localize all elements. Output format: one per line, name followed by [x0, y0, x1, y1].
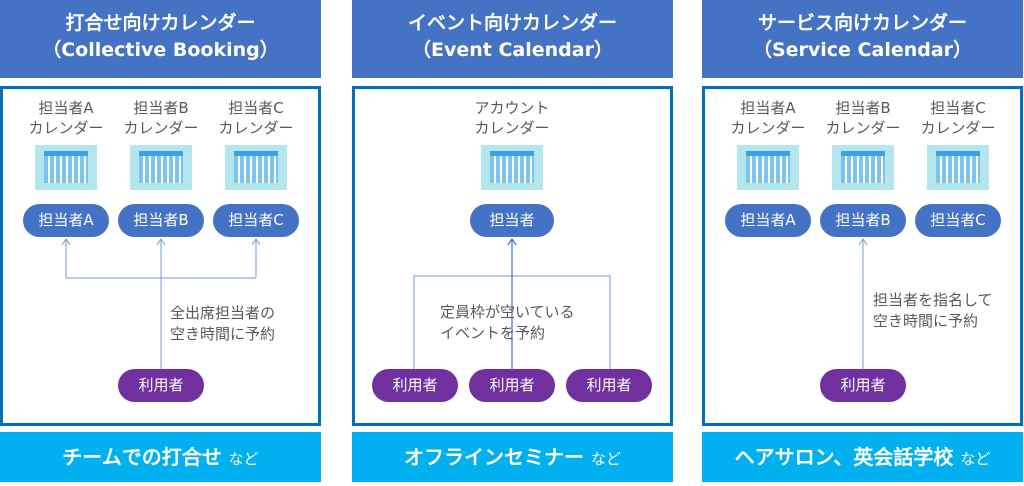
connector-lines [413, 237, 611, 369]
user-pill: 利用者 [820, 369, 906, 402]
calendar-icon [832, 145, 894, 190]
connector-lines [858, 237, 868, 369]
header-title: サービス向けカレンダー [757, 12, 967, 34]
calendar-icon [481, 145, 543, 190]
booking-note: 定員枠が空いている イベントを予約 [440, 303, 575, 342]
calendar-label: 担当者C カレンダー [920, 99, 996, 137]
header-title: イベント向けカレンダー [407, 12, 617, 34]
staff-pill: 担当者B [118, 204, 204, 237]
column-header: サービス向けカレンダー （Service Calendar） [702, 0, 1023, 78]
user-pill: 利用者 [118, 369, 204, 402]
diagram-box [352, 86, 673, 426]
staff-pill: 担当者C [213, 204, 299, 237]
connector-lines [61, 237, 261, 369]
column-header: イベント向けカレンダー （Event Calendar） [352, 0, 673, 78]
booking-note: 全出席担当者の 空き時間に予約 [170, 304, 276, 343]
calendar-label: 担当者B カレンダー [123, 99, 199, 137]
footer-text: チームでの打合せ [62, 445, 222, 469]
footer-text: ヘアサロン、英会話学校 [734, 445, 954, 469]
collective-booking-column: 打合せ向けカレンダー （Collective Booking） 担当者A カレンダ… [0, 0, 321, 486]
staff-pill: 担当者A [725, 204, 811, 237]
user-pill: 利用者 [372, 369, 458, 402]
header-title: 打合せ向けカレンダー [65, 12, 256, 34]
staff-pill: 担当者C [915, 204, 1001, 237]
calendar-icon [737, 145, 799, 190]
diagram-box [702, 86, 1023, 426]
user-pill: 利用者 [469, 369, 555, 402]
user-pill: 利用者 [566, 369, 652, 402]
calendar-icon [225, 145, 287, 190]
calendar-icon [35, 145, 97, 190]
footer-suffix: など [590, 450, 621, 468]
staff-pill: 担当者 [470, 204, 554, 237]
footer-suffix: など [960, 450, 991, 468]
header-subtitle: （Service Calendar） [752, 39, 973, 61]
event-calendar-column: イベント向けカレンダー（Event Calendar） アカウント カレンダー … [352, 0, 673, 486]
calendar-label: 担当者A カレンダー [730, 99, 806, 137]
header-subtitle: （Collective Booking） [42, 39, 279, 61]
example-footer: チームでの打合せ など [0, 432, 321, 482]
example-footer: オフラインセミナー など [352, 432, 673, 482]
footer-text: オフラインセミナー [404, 445, 584, 469]
staff-pill: 担当者A [23, 204, 109, 237]
column-header: 打合せ向けカレンダー （Collective Booking） [0, 0, 321, 78]
calendar-icon [130, 145, 192, 190]
diagram-box [0, 86, 321, 426]
example-footer: ヘアサロン、英会話学校 など [702, 432, 1023, 482]
calendar-label: 担当者C カレンダー [218, 99, 294, 137]
calendar-icon [927, 145, 989, 190]
booking-note: 担当者を指名して 空き時間に予約 [873, 291, 993, 330]
header-subtitle: （Event Calendar） [412, 39, 613, 61]
calendar-label: アカウント カレンダー [474, 99, 550, 137]
staff-pill: 担当者B [820, 204, 906, 237]
footer-suffix: など [228, 450, 259, 468]
calendar-label: 担当者A カレンダー [28, 99, 104, 137]
calendar-label: 担当者B カレンダー [825, 99, 901, 137]
service-calendar-column: サービス向けカレンダー （Service Calendar） 担当者A カレンダー… [702, 0, 1023, 486]
